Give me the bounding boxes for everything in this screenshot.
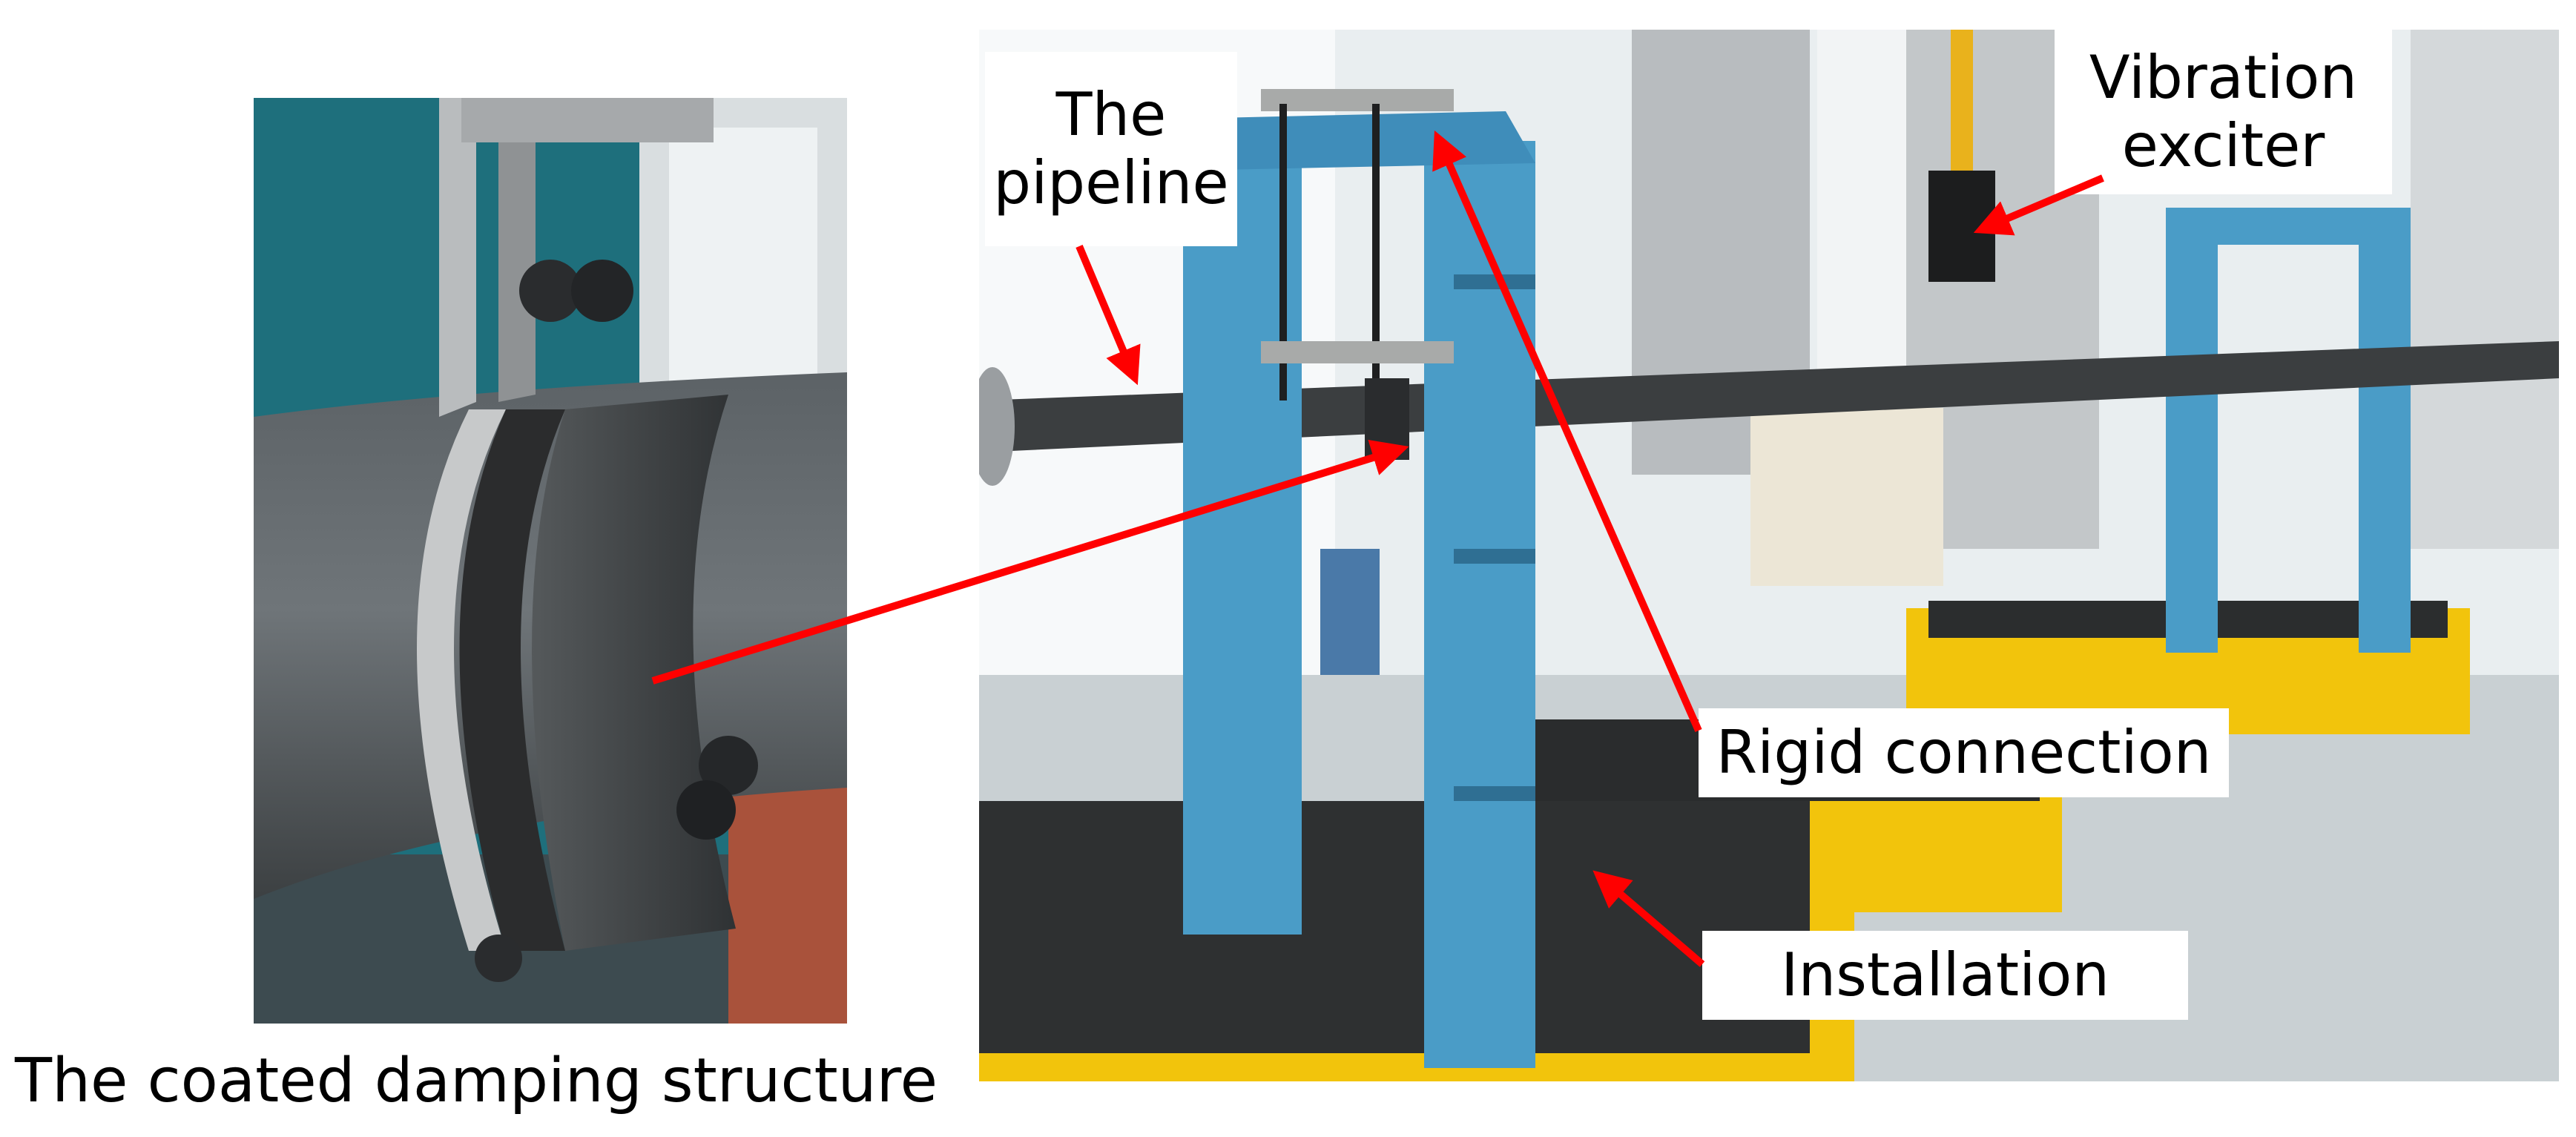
exciter-label-line2: exciter — [2121, 111, 2325, 180]
exciter-label-line1: Vibration — [2089, 43, 2358, 112]
pipeline-label-line2: pipeline — [993, 148, 1229, 217]
arrow-rigid-connection — [1432, 130, 1702, 733]
arrow-exciter — [1973, 174, 2104, 236]
installation-label: Installation — [1702, 931, 2188, 1020]
damping-structure-photo — [254, 98, 847, 1024]
arrow-installation — [1592, 870, 1705, 967]
pipeline-label-line1: The — [1055, 80, 1167, 149]
vibration-exciter-label: Vibration exciter — [2055, 30, 2392, 194]
figure-caption: The coated damping structure — [15, 1046, 938, 1116]
pipeline-label: The pipeline — [985, 52, 1237, 246]
rigid-connection-label: Rigid connection — [1699, 708, 2229, 797]
arrow-pipeline — [1075, 245, 1141, 386]
arrow-damping-to-rig — [651, 439, 1409, 685]
